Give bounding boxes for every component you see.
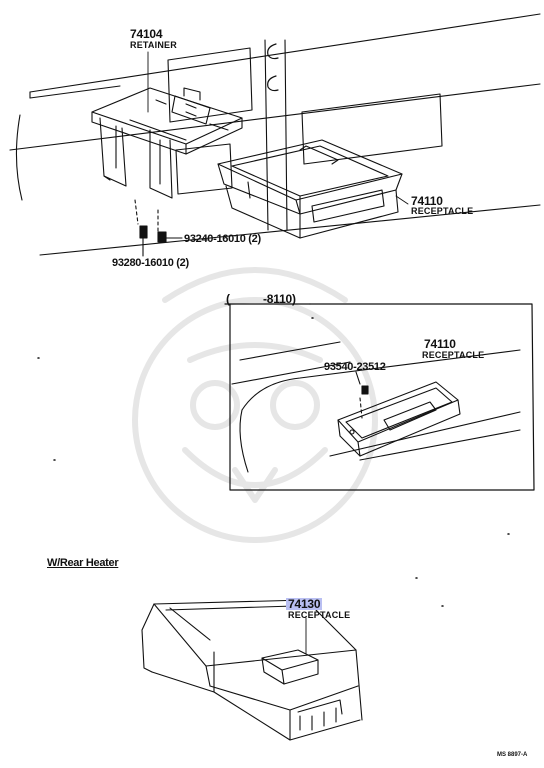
receptacle-tray bbox=[217, 139, 403, 239]
section-title: W/Rear Heater bbox=[47, 557, 119, 569]
screw-fasteners bbox=[134, 199, 183, 257]
inset-range-open: ( bbox=[226, 292, 230, 306]
inset-screw bbox=[355, 371, 369, 419]
rear-receptacle-name: RECEPTACLE bbox=[288, 610, 351, 620]
watermark-emblem bbox=[132, 267, 378, 543]
retainer-bracket bbox=[91, 87, 243, 199]
inset-receptacle-name: RECEPTACLE bbox=[422, 350, 485, 360]
inset-frame bbox=[224, 303, 535, 491]
specks bbox=[37, 317, 510, 607]
receptacle-part-number: 74110 bbox=[411, 194, 443, 208]
leaders bbox=[147, 51, 409, 205]
dash-panel bbox=[9, 13, 541, 256]
inset-receptacle bbox=[337, 381, 461, 457]
figure-code: MS 8897-A bbox=[497, 752, 528, 758]
screw-label-93240: 93240-16010 (2) bbox=[184, 233, 261, 245]
inset-panel bbox=[231, 341, 521, 473]
receptacle-name: RECEPTACLE bbox=[411, 206, 474, 216]
retainer-part-number: 74104 bbox=[130, 27, 163, 41]
c-marks bbox=[267, 43, 279, 92]
inset-range-end: -8110) bbox=[263, 292, 296, 306]
inset-receptacle-part-number: 74110 bbox=[424, 337, 456, 351]
inset-screw-label: 93540-23512 bbox=[324, 361, 386, 373]
screw-label-93280: 93280-16010 (2) bbox=[112, 257, 189, 269]
console bbox=[141, 599, 363, 741]
retainer-name: RETAINER bbox=[130, 40, 177, 50]
console-receptacle bbox=[261, 649, 319, 685]
rear-receptacle-part-number: 74130 bbox=[286, 597, 323, 611]
